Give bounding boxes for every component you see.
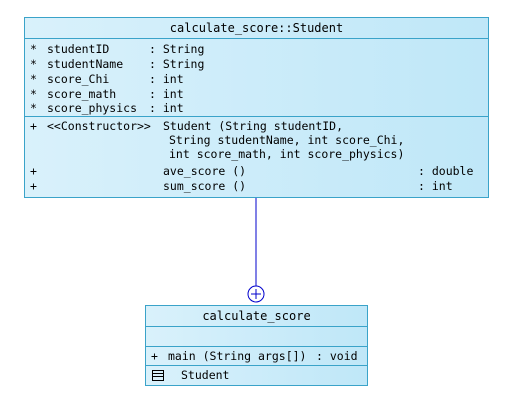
attr-visibility: *	[30, 87, 37, 101]
method-name: ave_score ()	[163, 164, 247, 178]
student-class-title: calculate_score::Student	[25, 18, 488, 39]
constructor-signature-line: Student (String studentID,	[163, 119, 344, 133]
constructor-stereotype: <<Constructor>>	[47, 119, 151, 133]
attr-type: : String	[149, 57, 205, 71]
student-attributes-section: * studentID : String * studentName : Str…	[25, 39, 488, 117]
constructor-signature-line: String studentName, int score_Chi,	[169, 133, 405, 147]
attr-type: : int	[149, 72, 184, 86]
method-return-type: : double	[418, 164, 474, 178]
method-visibility: +	[30, 164, 37, 178]
method-visibility: +	[30, 179, 37, 193]
method-return-type: : int	[418, 179, 453, 193]
attr-visibility: *	[30, 101, 37, 115]
attr-type: : String	[149, 42, 205, 56]
constructor-signature-line: int score_math, int score_physics)	[169, 147, 405, 161]
method-name: sum_score ()	[163, 179, 247, 193]
nested-class-icon	[152, 370, 164, 381]
attr-name: score_physics	[47, 101, 138, 115]
main-method-signature: main (String args[])	[168, 349, 307, 363]
attr-visibility: *	[30, 57, 37, 71]
attr-type: : int	[149, 101, 184, 115]
attr-visibility: *	[30, 72, 37, 86]
method-visibility: +	[151, 349, 158, 363]
constructor-visibility: +	[30, 119, 37, 133]
calculate-score-operations-section: + main (String args[]) : void	[146, 347, 367, 366]
attr-name: studentName	[47, 57, 124, 71]
calculate-score-class-title: calculate_score	[146, 306, 367, 327]
nested-classes-section: Student	[146, 366, 367, 385]
calculate-score-class-box[interactable]: calculate_score + main (String args[]) :…	[145, 305, 368, 386]
student-operations-section: + <<Constructor>> Student (String studen…	[25, 117, 488, 198]
attr-name: score_math	[47, 87, 117, 101]
attr-name: studentID	[47, 42, 110, 56]
student-class-box[interactable]: calculate_score::Student * studentID : S…	[24, 17, 489, 198]
attr-visibility: *	[30, 42, 37, 56]
nested-class-name[interactable]: Student	[181, 368, 230, 382]
main-method-return-type: : void	[316, 349, 358, 363]
calculate-score-attributes-section	[146, 327, 367, 347]
attr-type: : int	[149, 87, 184, 101]
attr-name: score_Chi	[47, 72, 110, 86]
